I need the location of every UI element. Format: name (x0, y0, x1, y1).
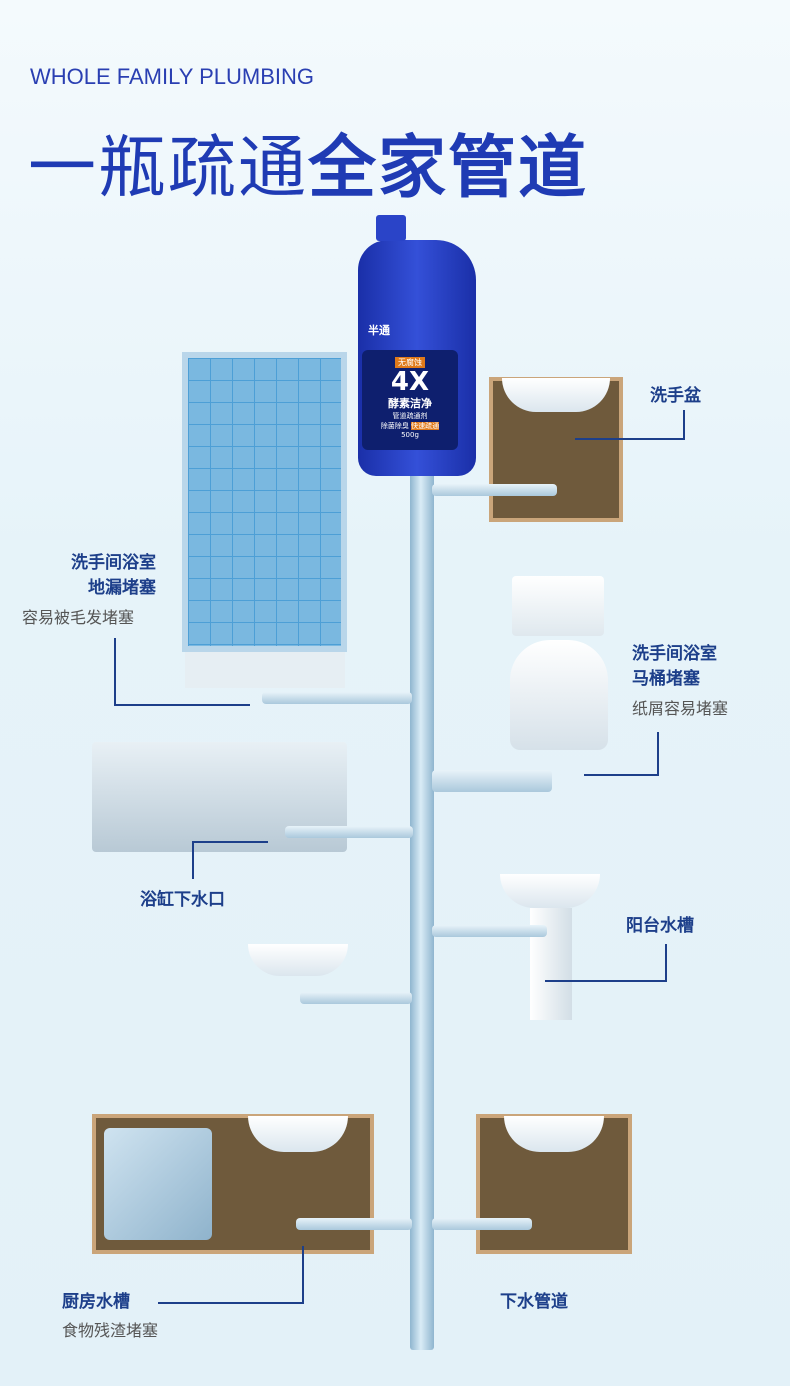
page-title: 一瓶疏通全家管道 (28, 112, 588, 211)
main-drain-pipe (410, 470, 434, 1350)
shower-title1: 洗手间浴室 (71, 553, 156, 573)
balcony-sink (500, 874, 600, 908)
toilet-note: 纸屑容易堵塞 (632, 699, 729, 718)
kitchen-pipe (296, 1218, 412, 1230)
shower-illustration (182, 352, 347, 652)
bottle-name: 酵素洁净 (388, 397, 432, 410)
bottle-tag3: 除菌除臭 (380, 422, 409, 430)
washbasin-pipe (432, 484, 557, 496)
drain-pipe (432, 1218, 532, 1230)
label-shower-title: 洗手间浴室地漏堵塞 (20, 551, 156, 601)
washbasin-sink (502, 378, 610, 412)
toilet-tank (512, 576, 604, 636)
bathtub-pipe (285, 826, 413, 838)
shower-note: 容易被毛发堵塞 (22, 608, 135, 627)
bottle-sub: 管道疏通剂 (392, 412, 428, 420)
shower-base (185, 652, 345, 688)
product-bottle: 半通 无腐蚀 4X 酵素洁净 管道疏通剂 除菌除臭 快速疏通 500g (358, 215, 476, 476)
subtitle: WHOLE FAMILY PLUMBING (30, 64, 315, 89)
toilet-bowl (510, 640, 608, 750)
label-drain: 下水管道 (500, 1292, 568, 1312)
kitchen-sink (248, 1116, 348, 1152)
dishwasher (104, 1128, 212, 1240)
small-sink (248, 944, 348, 976)
shower-title2: 地漏堵塞 (88, 578, 156, 598)
bottle-cap (376, 215, 406, 241)
label-bathtub: 浴缸下水口 (140, 890, 225, 910)
balcony-pipe (432, 925, 547, 937)
bottle-brand: 半通 (368, 324, 390, 337)
bottle-label: 无腐蚀 4X 酵素洁净 管道疏通剂 除菌除臭 快速疏通 500g (362, 350, 458, 450)
toilet-pipe (432, 770, 552, 792)
bottle-badge: 4X (390, 367, 430, 397)
bottle-tag1: 无腐蚀 (395, 357, 425, 368)
small-sink-pipe (300, 992, 412, 1004)
drain-sink (504, 1116, 604, 1152)
kitchen-note: 食物残渣堵塞 (62, 1321, 159, 1340)
label-kitchen: 厨房水槽 (62, 1292, 130, 1312)
shower-drain-pipe (262, 692, 412, 704)
label-toilet-title: 洗手间浴室马桶堵塞 (632, 642, 717, 692)
toilet-title1: 洗手间浴室 (632, 644, 717, 664)
label-balcony: 阳台水槽 (626, 916, 694, 936)
label-washbasin: 洗手盆 (650, 386, 701, 406)
bottle-tag2: 快速疏通 (411, 422, 440, 430)
bottle-weight: 500g (401, 431, 419, 439)
title-thin: 一瓶疏通 (28, 129, 309, 208)
toilet-title2: 马桶堵塞 (632, 669, 700, 689)
title-bold: 全家管道 (308, 129, 589, 208)
